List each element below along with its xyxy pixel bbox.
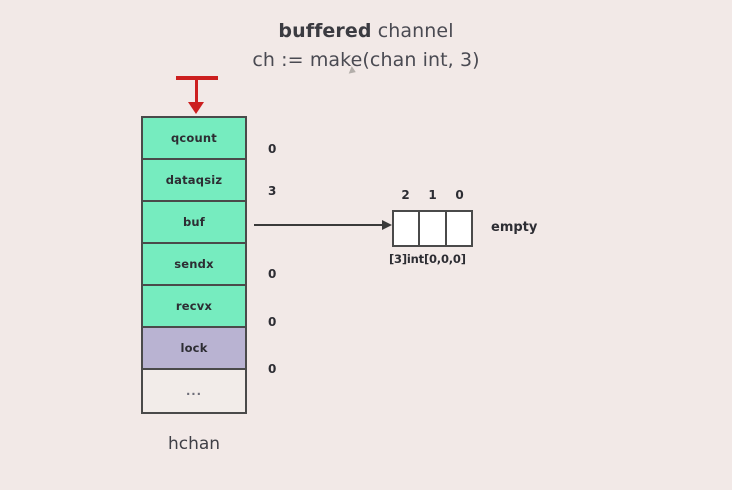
buffer-type-label: [3]int[0,0,0] <box>389 252 466 266</box>
pointer-arrow-stem <box>195 79 198 104</box>
struct-field-qcount: qcount <box>143 118 245 160</box>
buffer-slot-2 <box>394 212 421 245</box>
struct-value-sendx: 0 <box>268 267 277 281</box>
buffer-slot-1 <box>420 212 447 245</box>
diagram-title: buffered channel <box>0 20 732 42</box>
buffer-state-label: empty <box>491 220 538 235</box>
struct-field-lock: lock <box>143 328 245 370</box>
struct-field-buf: buf <box>143 202 245 244</box>
struct-field-ellipsis: ... <box>143 370 245 412</box>
diagram-code-line: ch := make(chan int, 3) <box>252 49 480 71</box>
pointer-arrow-bar <box>176 76 218 80</box>
hchan-struct: qcount dataqsiz buf sendx recvx lock ... <box>141 116 247 414</box>
buf-arrow-head <box>382 220 392 230</box>
buffer-array <box>392 210 473 247</box>
buffer-index-0: 0 <box>455 188 464 202</box>
buffer-index-row: 2 1 0 <box>392 188 473 202</box>
title-emphasis: buffered <box>278 20 372 42</box>
buf-arrow-line <box>254 224 384 226</box>
title-rest: channel <box>371 20 454 42</box>
pointer-arrow-head <box>188 102 204 114</box>
struct-field-recvx: recvx <box>143 286 245 328</box>
struct-value-qcount: 0 <box>268 142 277 156</box>
struct-value-recvx: 0 <box>268 315 277 329</box>
struct-field-dataqsiz: dataqsiz <box>143 160 245 202</box>
struct-value-dataqsiz: 3 <box>268 184 277 198</box>
buffer-index-2: 2 <box>401 188 410 202</box>
struct-field-sendx: sendx <box>143 244 245 286</box>
mouse-cursor-icon <box>348 66 358 76</box>
struct-value-lock: 0 <box>268 362 277 376</box>
hchan-label: hchan <box>167 434 221 454</box>
buffer-slot-0 <box>446 212 471 245</box>
buffer-index-1: 1 <box>428 188 437 202</box>
